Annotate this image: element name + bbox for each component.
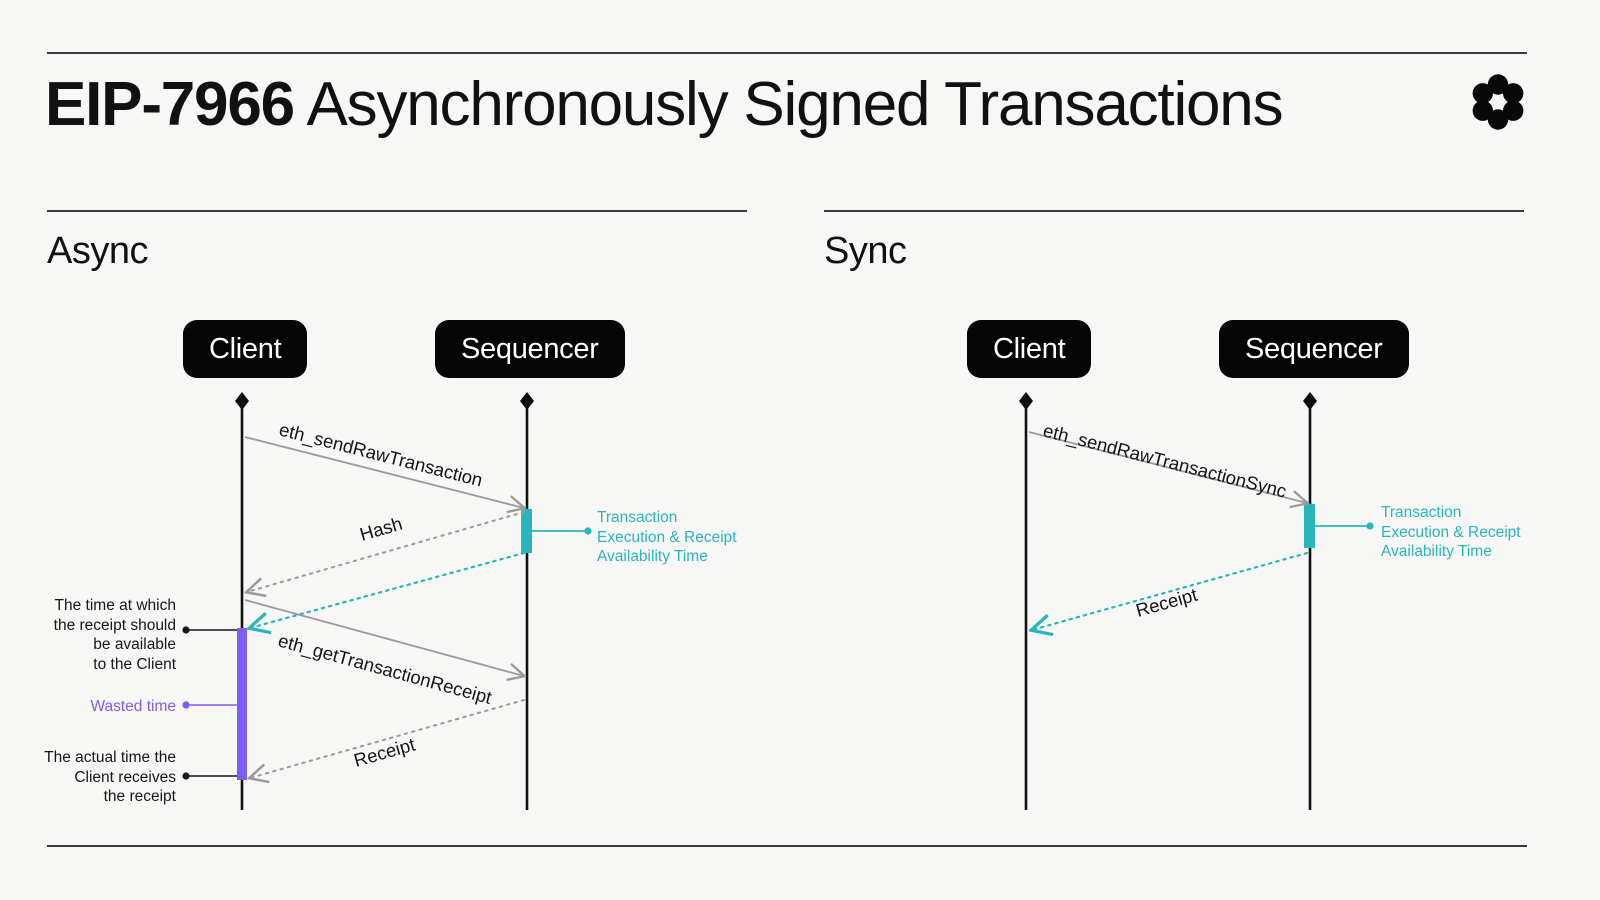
- header-divider: [47, 52, 1527, 54]
- annotation-async-actual-receipt-time: The actual time the Client receives the …: [44, 749, 176, 805]
- message-label-async-2: Hash: [357, 513, 404, 545]
- activation-bar-sync: [1304, 504, 1315, 548]
- annotation-async-exec-time: Transaction Execution & Receipt Availabi…: [597, 509, 737, 565]
- annotation-async-receipt-available: The time at which the receipt should be …: [53, 597, 176, 673]
- message-async-get-transaction-receipt: eth_getTransactionReceipt: [244, 599, 524, 709]
- message-sync-receipt: Receipt: [1032, 551, 1309, 630]
- message-sync-send-raw-transaction-sync: eth_sendRawTransactionSync: [1028, 420, 1307, 503]
- page-title-eip: EIP-7966: [45, 70, 295, 139]
- lifeline-sync-client: [1019, 392, 1033, 810]
- page-title-rest: Asynchronously Signed Transactions: [293, 70, 1284, 139]
- panel-divider-sync: [824, 210, 1524, 212]
- leader-async-wasted-time: [182, 701, 237, 709]
- message-label-sync-2: Receipt: [1133, 584, 1199, 621]
- annotation-async-wasted-time: Wasted time: [90, 698, 176, 715]
- wasted-time-bar: [237, 628, 247, 780]
- lifeline-async-sequencer: [520, 392, 534, 810]
- leader-async-receipt-available: [182, 626, 237, 634]
- flower-logo: [1468, 72, 1528, 132]
- activation-bar-async: [521, 509, 532, 553]
- actor-async-sequencer[interactable]: Sequencer: [435, 320, 625, 378]
- annotation-sync-exec-time: Transaction Execution & Receipt Availabi…: [1381, 504, 1521, 560]
- leader-async-exec-time: [532, 527, 592, 535]
- footer-divider: [47, 845, 1527, 847]
- panel-sync: Sync: [824, 210, 1524, 870]
- message-async-receipt-available: [250, 551, 526, 628]
- actor-async-client[interactable]: Client: [183, 320, 308, 378]
- actor-sync-client[interactable]: Client: [967, 320, 1092, 378]
- message-async-receipt: Receipt: [250, 699, 525, 778]
- leader-sync-exec-time: [1315, 522, 1374, 530]
- panel-title-async: Async: [47, 230, 148, 272]
- panel-async: Async: [47, 210, 747, 870]
- panel-divider-async: [47, 210, 747, 212]
- page-title: EIP-7966 Asynchronously Signed Transacti…: [45, 64, 1284, 146]
- lifeline-sync-sequencer: [1303, 392, 1317, 810]
- message-async-hash: Hash: [247, 511, 525, 592]
- message-async-send-raw-transaction: eth_sendRawTransaction: [244, 419, 524, 508]
- actor-sync-sequencer[interactable]: Sequencer: [1219, 320, 1409, 378]
- message-label-sync-1: eth_sendRawTransactionSync: [1041, 420, 1289, 503]
- message-label-async-3: eth_getTransactionReceipt: [276, 630, 494, 709]
- message-label-async-1: eth_sendRawTransaction: [277, 419, 485, 492]
- panel-title-sync: Sync: [824, 230, 907, 272]
- leader-async-actual-receipt-time: [182, 772, 237, 780]
